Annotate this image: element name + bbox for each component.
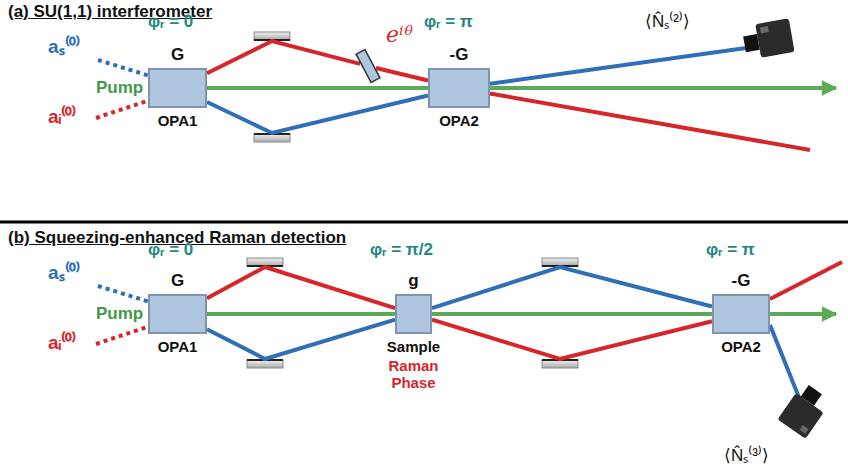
mirror — [247, 360, 283, 368]
laser-beam — [207, 41, 360, 73]
idler-output — [770, 262, 842, 299]
gain-label: G — [148, 271, 208, 291]
mirror — [247, 258, 283, 266]
phase-setting: φᵣ = π — [424, 12, 473, 32]
detector-signal: ⟨N̂ₛ⁽³⁾⟩ — [724, 446, 769, 466]
pump-label: Pump — [96, 78, 143, 98]
amplifier-name: OPA1 — [143, 112, 213, 129]
gain-label: -G — [429, 45, 489, 65]
laser-beam — [376, 68, 428, 81]
mirror — [542, 258, 578, 266]
panel-separator — [0, 221, 848, 224]
laser-beam — [207, 95, 428, 133]
signal-input — [98, 286, 150, 302]
opa-crystal: -GOPA2 — [712, 294, 770, 334]
idler-mode: aᵢ⁽⁰⁾ — [48, 332, 76, 354]
signal-mode: aₛ⁽⁰⁾ — [48, 262, 80, 284]
mirror — [254, 134, 290, 142]
phase-plate: eⁱᶿ — [360, 52, 376, 80]
signal-mode: aₛ⁽⁰⁾ — [48, 36, 80, 58]
amplifier-name: OPA2 — [424, 112, 494, 129]
glass-plate — [360, 52, 376, 80]
signal-output — [770, 325, 800, 400]
signal-input — [98, 60, 150, 76]
amplifier-name: OPA1 — [143, 338, 213, 355]
phase-setting: φᵣ = π/2 — [370, 240, 433, 260]
pump-label: Pump — [96, 304, 143, 324]
signal-output — [490, 48, 746, 84]
opa-crystal: GOPA1 — [148, 68, 207, 108]
opa-crystal: -GOPA2 — [428, 68, 490, 108]
phase-setting: φᵣ = 0 — [148, 12, 193, 32]
idler-output — [490, 94, 810, 151]
gain-label: -G — [711, 271, 771, 291]
sample-cell: gSampleRaman Phase — [395, 294, 432, 334]
phase-setting: φᵣ = 0 — [148, 240, 193, 260]
phase-shift: eⁱᶿ — [386, 22, 446, 47]
detector-signal: ⟨N̂ₛ⁽²⁾⟩ — [645, 12, 690, 32]
laser-beam — [432, 320, 712, 359]
laser-beam — [207, 267, 395, 308]
detector-camera — [741, 18, 794, 60]
mirror — [254, 32, 290, 40]
laser-beam — [207, 320, 395, 359]
sample-label: Sample — [374, 338, 454, 355]
mirror — [542, 360, 578, 368]
detector-camera — [777, 382, 831, 439]
laser-beam — [432, 267, 712, 308]
idler-mode: aᵢ⁽⁰⁾ — [48, 106, 76, 128]
gain-label: g — [394, 271, 434, 291]
raman-phase-label: Raman Phase — [382, 357, 446, 392]
opa-crystal: GOPA1 — [148, 294, 207, 334]
pump-beam — [150, 86, 836, 90]
idler-input — [96, 326, 150, 344]
gain-label: G — [148, 45, 208, 65]
phase-setting: φᵣ = π — [706, 240, 755, 260]
amplifier-name: OPA2 — [706, 338, 776, 355]
idler-input — [96, 100, 150, 118]
